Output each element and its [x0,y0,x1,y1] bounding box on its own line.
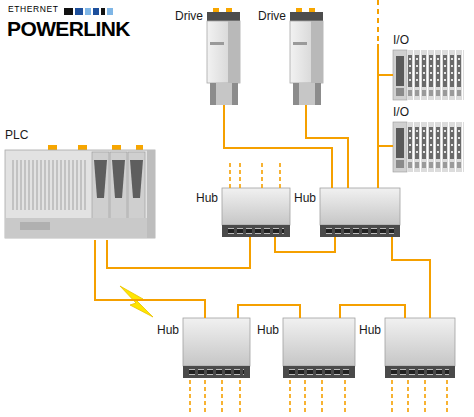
hub-body [222,188,290,225]
plc-end [147,150,155,238]
ethernet-cable [378,146,393,188]
ethernet-cable [224,105,332,188]
hub-ports [391,370,449,374]
device-label: Drive [258,10,286,23]
device-label: PLC [5,129,28,142]
servo-drive [207,8,240,105]
device-label: Hub [294,192,316,205]
hub-node: Hub [222,188,290,237]
hub-body [283,318,355,366]
cable-stub [377,0,379,42]
plc-base [20,222,50,230]
lightning-symbol [120,286,153,317]
hub-ports [326,229,394,233]
hub-node: Hub [385,318,455,378]
hub-ports [289,369,349,375]
plc-front [112,160,125,198]
logo-text: ETHERNET [8,5,59,14]
device-label: Hub [196,192,218,205]
hub-device [320,188,400,237]
drive-node: Drive [290,12,323,105]
hub-ports [320,225,400,237]
servo-drive [290,8,323,105]
hub-ports [391,369,449,375]
device-label: Hub [359,324,381,337]
hub-ports [385,366,455,378]
cable-stub [230,162,280,188]
logo-square [85,8,91,15]
plc-device [5,145,155,238]
plc-tab [136,145,143,150]
hub-body [320,188,400,225]
logo-square [93,8,99,15]
hub-device [385,318,455,378]
hub-ports [289,370,349,374]
hub-device [222,188,290,237]
hub-ports [326,228,394,234]
ethernet-cable [378,75,393,188]
plc-front [94,160,107,198]
logo-square [64,8,73,15]
hub-node: Hub [320,188,400,237]
ethernet-cable [275,237,335,252]
hub-body [385,318,455,366]
io-module [393,50,464,100]
io-node: I/O [393,122,465,172]
hub-ports [222,225,290,237]
plc-base [5,218,147,238]
ethernet-cable [107,237,250,268]
cable-stub [190,380,447,412]
hub-device [183,318,250,378]
device-label: Drive [175,10,203,23]
bus-cable [377,44,379,76]
plc-tab [112,145,121,150]
drive-node: Drive [207,12,240,105]
logo-square [75,8,83,15]
logo-squares [64,8,113,15]
device-label: I/O [393,34,409,47]
hub-node: Hub [183,318,250,378]
plc-ribs [10,160,88,210]
device-label: Hub [157,324,179,337]
logo-square [101,8,105,15]
logo-square [107,8,113,15]
hub-ports [183,366,250,378]
logo-title: POWERLINK [7,17,130,40]
io-module [393,122,464,172]
plc-body [5,150,155,238]
hub-device [283,318,355,378]
device-label: I/O [393,106,409,119]
hub-ports [189,370,244,374]
plc-node: PLC [5,145,155,240]
hub-ports [228,228,284,234]
ethernet-cable [306,105,348,188]
hub-ports [228,229,284,233]
device-label: Hub [257,324,279,337]
plc-tab [48,145,57,150]
ethernet-cable [340,305,405,318]
ethernet-cable [238,305,300,318]
hub-ports [189,369,244,375]
hub-node: Hub [283,318,355,378]
ethernet-cable [95,240,205,318]
io-node: I/O [393,50,465,100]
hub-ports [283,366,355,378]
plc-tab [78,145,87,150]
hub-body [183,318,250,366]
plc-front [130,160,143,198]
